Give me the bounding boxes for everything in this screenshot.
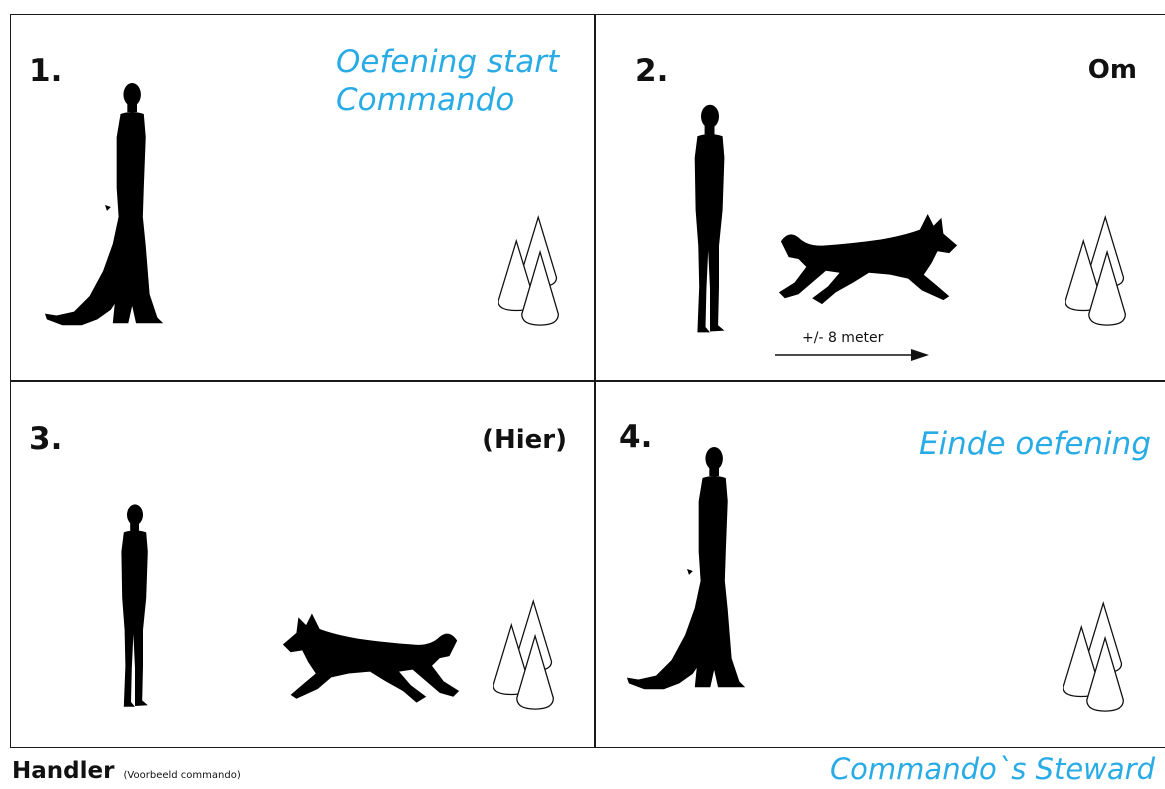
handler-command: (Hier) <box>482 425 567 455</box>
distance-label: +/- 8 meter <box>802 330 884 346</box>
handler-with-sitting-dog-icon <box>41 81 171 333</box>
panel-step-4: 4. Einde oefening <box>594 380 1165 748</box>
cones-icon <box>493 593 557 721</box>
panel-step-3: 3. (Hier) <box>10 380 596 748</box>
steward-command: Einde oefening <box>918 426 1151 462</box>
cones-icon <box>1065 211 1129 335</box>
exercise-diagram: 1. Oefening start Commando 2. Om +/- 8 m… <box>10 14 1165 748</box>
cones-icon <box>1063 595 1127 723</box>
step-number: 1. <box>29 53 63 89</box>
handler-command: Om <box>1087 55 1137 85</box>
handler-silhouette-icon <box>111 481 159 731</box>
running-dog-icon <box>775 211 961 311</box>
legend-handler-label: Handler <box>12 758 115 784</box>
panel-step-2: 2. Om +/- 8 meter <box>594 14 1165 382</box>
steward-command-line1: Oefening start <box>336 44 560 80</box>
panel-step-1: 1. Oefening start Commando <box>10 14 596 382</box>
legend-steward-label: Commando`s Steward <box>829 752 1155 786</box>
steward-command-line2: Commando <box>336 82 515 118</box>
step-number: 3. <box>29 421 63 457</box>
step-number: 4. <box>619 419 653 455</box>
handler-with-sitting-dog-icon <box>623 445 753 697</box>
legend-handler-note: (Voorbeeld commando) <box>123 770 241 781</box>
arrow-right-icon <box>775 349 929 361</box>
cones-icon <box>498 211 562 335</box>
running-dog-returning-icon <box>279 609 463 711</box>
step-number: 2. <box>635 53 669 89</box>
handler-silhouette-icon <box>683 95 737 343</box>
legend-handler: Handler (Voorbeeld commando) <box>12 758 241 784</box>
steward-command: Oefening start Commando <box>336 43 559 119</box>
